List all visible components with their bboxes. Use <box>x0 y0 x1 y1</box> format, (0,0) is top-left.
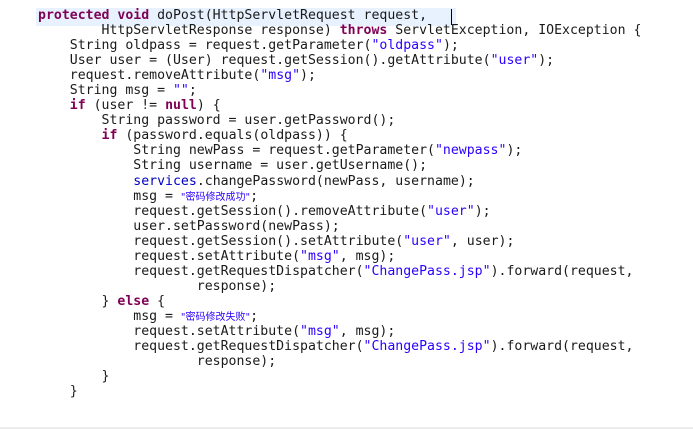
code-token: String newPass = request.getParameter( <box>38 143 435 159</box>
code-token: msg = <box>38 188 181 204</box>
code-token: doPost(HttpServletRequest request, <box>157 8 428 23</box>
code-token: ); <box>442 38 459 54</box>
field-reference: services <box>133 173 197 189</box>
code-line[interactable]: services.changePassword(newPass, usernam… <box>38 174 641 189</box>
keyword-token: null <box>165 98 197 114</box>
code-line[interactable]: request.setAttribute("msg", msg); <box>38 249 641 264</box>
keyword-token: else <box>117 293 158 309</box>
code-line[interactable]: protected void doPost(HttpServletRequest… <box>38 8 641 23</box>
string-literal: "" <box>172 83 189 99</box>
code-token <box>38 98 70 113</box>
code-line[interactable]: response); <box>38 354 641 369</box>
code-token: HttpServletResponse response) <box>38 23 340 39</box>
string-literal: "ChangePass.jsp" <box>363 339 491 355</box>
string-literal: "user" <box>427 203 475 219</box>
code-token: response); <box>38 278 277 294</box>
code-line[interactable]: User user = (User) request.getSession().… <box>38 53 641 68</box>
string-literal: "oldpass" <box>371 38 443 54</box>
code-line[interactable]: String newPass = request.getParameter("n… <box>38 143 641 158</box>
code-token: } <box>38 369 110 385</box>
code-line[interactable]: } <box>38 384 641 399</box>
editor-bottom-edge <box>0 427 693 429</box>
code-token: ServletException, IOException { <box>395 23 642 39</box>
code-token: String username = user.getUsername(); <box>38 158 428 174</box>
code-token: ); <box>474 203 491 219</box>
code-line[interactable]: msg = "密码修改失败"; <box>38 309 641 324</box>
code-line[interactable]: String oldpass = request.getParameter("o… <box>38 38 641 53</box>
keyword-token: throws <box>339 23 396 39</box>
code-token: String msg = <box>38 83 173 99</box>
code-token: response); <box>38 354 277 370</box>
code-text[interactable]: protected void doPost(HttpServletRequest… <box>38 8 641 399</box>
code-token: } <box>38 293 118 309</box>
code-token: request.setAttribute( <box>38 248 301 264</box>
keyword-token: if <box>101 128 126 144</box>
code-line[interactable]: request.getSession().setAttribute("user"… <box>38 234 641 249</box>
code-token: String password = user.getPassword(); <box>38 113 396 129</box>
string-literal: "user" <box>403 233 451 249</box>
code-token: request.getRequestDispatcher( <box>38 263 364 279</box>
code-token: msg = <box>38 308 181 324</box>
string-literal: "密码修改成功" <box>180 191 251 203</box>
text-cursor <box>451 9 452 25</box>
code-token: request.removeAttribute( <box>38 68 261 84</box>
code-line[interactable]: request.getRequestDispatcher("ChangePass… <box>38 339 641 354</box>
code-token: ); <box>506 143 523 159</box>
code-line[interactable]: request.removeAttribute("msg"); <box>38 68 641 83</box>
code-line[interactable]: request.getSession().removeAttribute("us… <box>38 204 641 219</box>
code-token: (password.equals(oldpass)) { <box>125 128 348 144</box>
keyword-token: protected void <box>38 8 158 23</box>
code-token: request.setAttribute( <box>38 323 301 339</box>
code-token: ); <box>538 53 555 69</box>
current-line-highlight <box>36 8 456 26</box>
code-line[interactable]: String username = user.getUsername(); <box>38 158 641 173</box>
code-line[interactable]: request.getRequestDispatcher("ChangePass… <box>38 264 641 279</box>
code-token: ).forward(request, <box>490 263 634 279</box>
keyword-token: if <box>69 98 94 114</box>
code-token: ; <box>250 308 259 324</box>
code-token: String oldpass = request.getParameter( <box>38 38 372 54</box>
code-token: ).forward(request, <box>490 339 634 355</box>
code-token: user.setPassword(newPass); <box>38 218 340 234</box>
code-token: ; <box>188 83 197 99</box>
code-line[interactable]: String password = user.getPassword(); <box>38 113 641 128</box>
code-token: User user = (User) request.getSession().… <box>38 53 491 69</box>
code-token: , user); <box>450 233 515 249</box>
code-line[interactable]: request.setAttribute("msg", msg); <box>38 324 641 339</box>
code-token: } <box>38 384 78 400</box>
code-token: ); <box>300 68 316 84</box>
code-token: ) { <box>196 98 221 114</box>
code-token: (user != <box>93 98 166 114</box>
code-token: request.getRequestDispatcher( <box>38 339 364 355</box>
code-token: { <box>157 293 166 309</box>
code-token <box>38 128 102 143</box>
code-token: ; <box>250 188 259 204</box>
code-line[interactable]: if (password.equals(oldpass)) { <box>38 128 641 143</box>
string-literal: "msg" <box>300 248 340 264</box>
code-token: request.getSession().setAttribute( <box>38 233 404 249</box>
code-line[interactable]: HttpServletResponse response) throws Ser… <box>38 23 642 39</box>
code-token: .changePassword(newPass, username); <box>196 173 475 189</box>
code-line[interactable]: response); <box>38 279 641 294</box>
code-token: , msg); <box>339 323 396 339</box>
string-literal: "密码修改失败" <box>180 311 251 323</box>
code-token: , msg); <box>339 248 396 264</box>
string-literal: "user" <box>490 53 539 69</box>
string-literal: "msg" <box>300 323 340 339</box>
code-line[interactable]: String msg = ""; <box>38 83 641 98</box>
code-line[interactable]: } <box>38 369 641 384</box>
code-line[interactable]: msg = "密码修改成功"; <box>38 189 641 204</box>
code-token: request.getSession().removeAttribute( <box>38 203 428 219</box>
code-line[interactable]: } else { <box>38 294 641 309</box>
string-literal: "ChangePass.jsp" <box>363 263 491 279</box>
code-token <box>38 174 133 189</box>
string-literal: "msg" <box>260 68 301 84</box>
string-literal: "newpass" <box>434 143 507 159</box>
code-line[interactable]: user.setPassword(newPass); <box>38 219 641 234</box>
code-line[interactable]: if (user != null) { <box>38 98 641 113</box>
